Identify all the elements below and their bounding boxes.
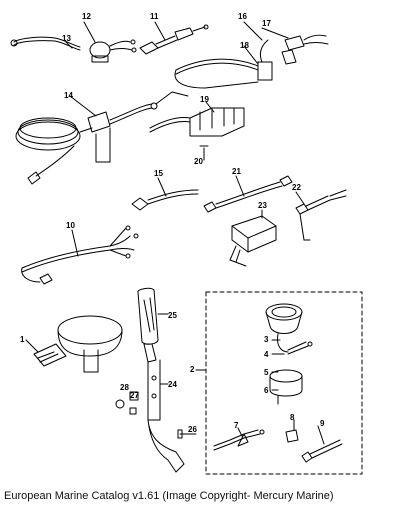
callout-15: 15 — [154, 169, 163, 178]
callout-5: 5 — [264, 368, 269, 377]
callout-24: 24 — [168, 380, 177, 389]
mounting-bracket — [269, 369, 303, 405]
connector-lead — [295, 189, 347, 241]
callout-20: 20 — [194, 157, 203, 166]
gauge — [265, 303, 313, 355]
remote-control — [25, 315, 123, 373]
callout-8: 8 — [290, 413, 295, 422]
callout-3: 3 — [264, 335, 269, 344]
callout-14: 14 — [64, 91, 73, 100]
callout-12: 12 — [82, 12, 91, 21]
main-wiring-harness — [174, 21, 329, 89]
callout-1: 1 — [20, 335, 25, 344]
parts-diagram: 12 13 11 16 17 18 14 19 20 15 21 22 23 1… — [10, 12, 363, 475]
callout-9: 9 — [320, 419, 325, 428]
callout-22: 22 — [292, 183, 301, 192]
callout-25: 25 — [168, 311, 177, 320]
handle-grip — [137, 287, 169, 345]
callout-26: 26 — [188, 425, 197, 434]
callout-2: 2 — [190, 365, 195, 374]
control-module — [229, 209, 277, 267]
kit-box — [195, 291, 363, 475]
small-hardware — [115, 391, 197, 439]
callout-6: 6 — [264, 386, 269, 395]
branched-harness — [21, 225, 139, 285]
callout-11: 11 — [150, 12, 159, 21]
callout-28: 28 — [120, 383, 129, 392]
callout-labels: 12 13 11 16 17 18 14 19 20 15 21 22 23 1… — [20, 12, 325, 434]
extension-harness — [15, 91, 189, 185]
callout-21: 21 — [232, 167, 241, 176]
callout-23: 23 — [258, 201, 267, 210]
callout-7: 7 — [234, 421, 239, 430]
callout-27: 27 — [130, 391, 139, 400]
catalog-caption: European Marine Catalog v1.61 (Image Cop… — [4, 490, 334, 502]
callout-17: 17 — [262, 19, 271, 28]
wire-lead — [301, 425, 343, 463]
short-harness — [131, 177, 199, 211]
callout-13: 13 — [62, 34, 71, 43]
lead-cable — [203, 175, 293, 213]
callout-16: 16 — [238, 12, 247, 21]
callout-4: 4 — [264, 350, 269, 359]
key-switch-harness — [10, 21, 137, 63]
lead-connector — [285, 419, 299, 443]
gauge-lead — [213, 427, 265, 451]
callout-19: 19 — [200, 95, 209, 104]
callout-18: 18 — [240, 41, 249, 50]
control-lever — [143, 343, 185, 473]
harness-bracket — [149, 101, 245, 161]
callout-10: 10 — [66, 221, 75, 230]
fuse-holder — [139, 21, 209, 55]
